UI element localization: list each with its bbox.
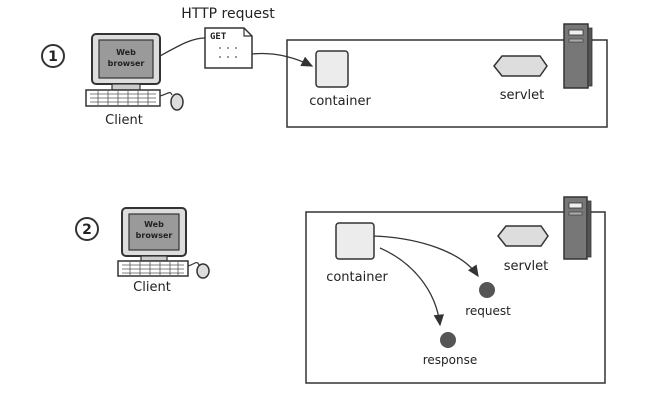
http-request-label: HTTP request: [181, 6, 275, 22]
servlet-1-label: servlet: [500, 88, 545, 103]
response-object-arrow: [379, 247, 444, 327]
client-2-screen-text-line2: browser: [136, 231, 173, 240]
client-1-screen-text-line1: Web: [116, 48, 136, 57]
request-object-icon: [479, 282, 495, 298]
client-2-computer-icon: Web browser: [117, 207, 210, 279]
request-object-arrow: [373, 235, 479, 278]
container-1-icon: [315, 50, 349, 88]
request-document-icon: GET: [204, 27, 253, 69]
step-2-number: 2: [82, 222, 92, 238]
container-1-label: container: [309, 94, 371, 109]
server-1-tower-icon: [563, 23, 593, 89]
step-2-badge: 2: [75, 217, 99, 241]
request-arrow: [251, 52, 314, 67]
servlet-2-label: servlet: [504, 259, 549, 274]
container-2-label: container: [326, 270, 388, 285]
servlet-1-icon: [493, 55, 548, 77]
request-method-text: GET: [210, 32, 227, 42]
request-label: request: [465, 304, 511, 318]
client-1-label: Client: [105, 113, 143, 128]
server-1-boundary: [286, 39, 608, 128]
step-1: 1 Web browser Client: [41, 6, 608, 128]
step-1-badge: 1: [41, 44, 65, 68]
server-2-boundary: [305, 211, 606, 384]
server-2-tower-icon: [563, 196, 592, 260]
step-1-number: 1: [48, 49, 58, 65]
client-1-screen-text-line2: browser: [108, 59, 145, 68]
container-2-icon: [335, 222, 375, 260]
client-2-label: Client: [133, 280, 171, 295]
response-label: response: [423, 353, 478, 367]
client-1-computer-icon: Web browser: [85, 33, 184, 111]
client-2-screen-text-line1: Web: [144, 220, 164, 229]
step-2: 2 Web browser Client: [75, 196, 606, 384]
servlet-2-icon: [497, 225, 549, 247]
response-object-icon: [440, 332, 456, 348]
